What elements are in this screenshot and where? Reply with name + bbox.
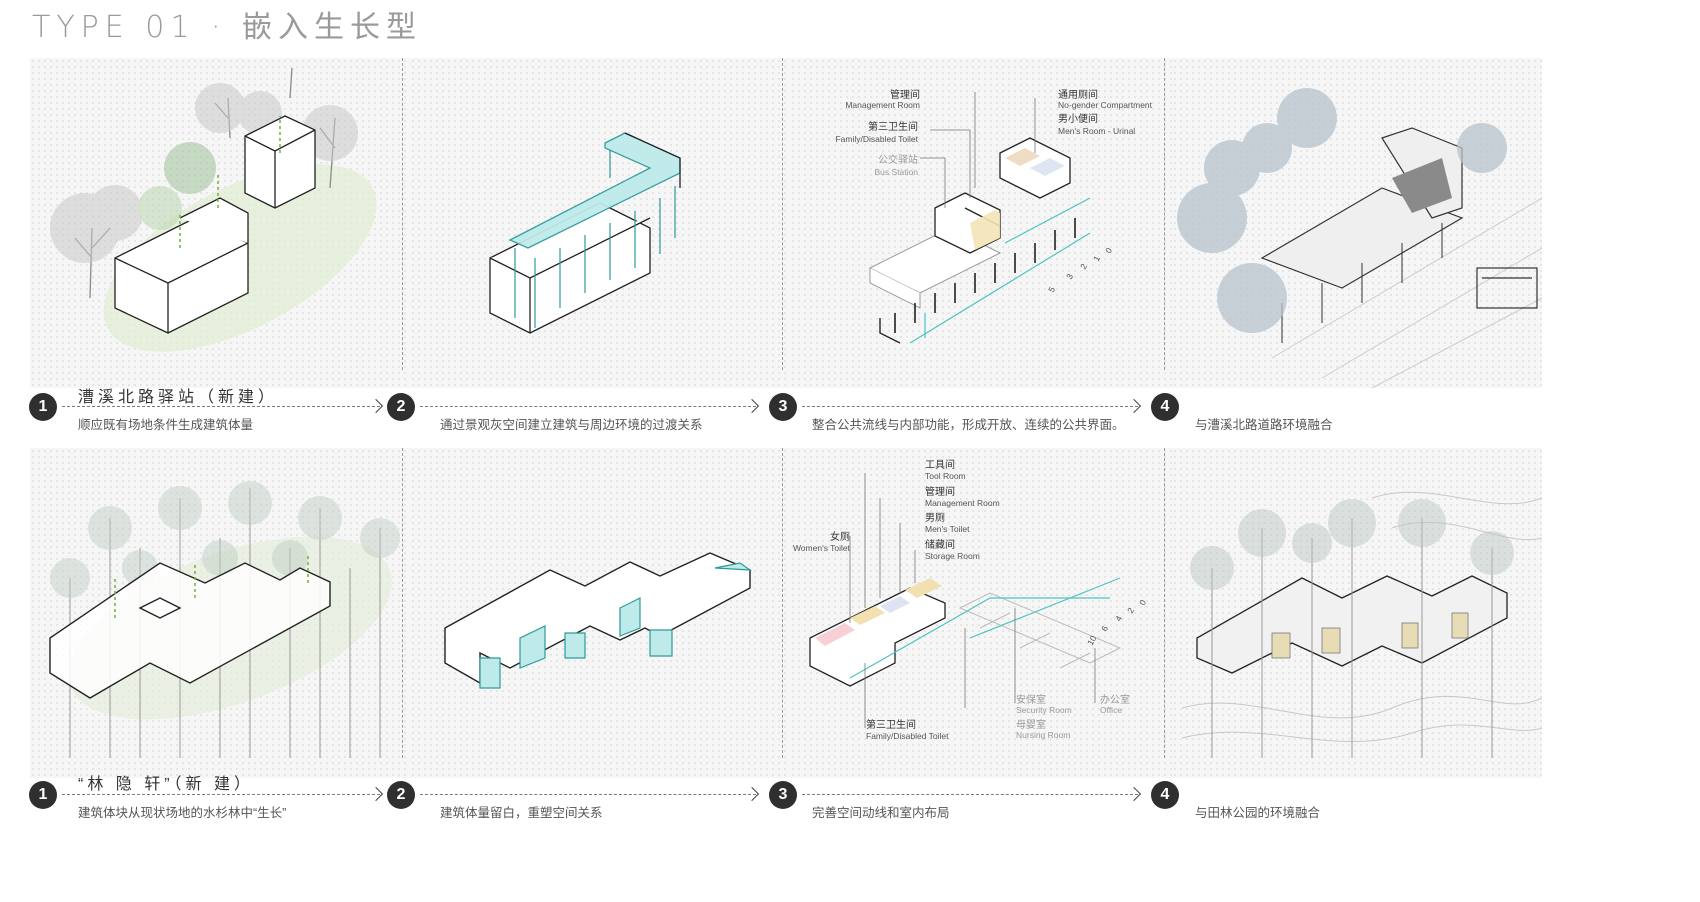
page-title: TYPE 01 · 嵌入生长型 xyxy=(32,10,423,45)
panel-r1-plan: 管理间 Management Room 第三卫生间 Family/Disable… xyxy=(790,58,1182,388)
svg-text:2: 2 xyxy=(1125,606,1136,615)
step-caption-1: 顺应既有场地条件生成建筑体量 xyxy=(78,418,254,432)
step-badge-1: 1 xyxy=(29,781,57,809)
label-mens-cn: 男厕 xyxy=(925,512,945,524)
svg-text:5: 5 xyxy=(1046,285,1057,294)
label-bus-station-en: Bus Station xyxy=(875,167,919,177)
step-caption-2: 建筑体量留白，重塑空间关系 xyxy=(440,806,603,820)
svg-text:3: 3 xyxy=(1064,272,1075,281)
arrow-right-icon xyxy=(744,398,760,414)
svg-text:1: 1 xyxy=(1091,254,1102,263)
separator xyxy=(782,448,783,758)
svg-text:2: 2 xyxy=(1078,262,1089,271)
render-illustration-2 xyxy=(1181,491,1542,758)
label-compartment-cn: 通用厕间 xyxy=(1058,88,1098,101)
step-caption-4: 与田林公园的环境融合 xyxy=(1195,806,1321,820)
separator xyxy=(402,448,403,758)
arrow-right-icon xyxy=(368,786,384,802)
label-management2-cn: 管理间 xyxy=(925,485,955,498)
flow-line xyxy=(62,794,380,795)
label-office-en: Office xyxy=(1100,705,1122,715)
label-compartment-en: No-gender Compartment xyxy=(1058,100,1153,110)
label-management2-en: Management Room xyxy=(925,498,1000,508)
arrow-right-icon xyxy=(368,398,384,414)
scale-bar: 5 3 2 1 0 xyxy=(1046,246,1114,294)
step-caption-2: 通过景观灰空间建立建筑与周边环境的过渡关系 xyxy=(440,418,703,432)
separator xyxy=(402,58,403,370)
step-badge-1: 1 xyxy=(29,393,57,421)
plan-diagram-1: 管理间 Management Room 第三卫生间 Family/Disable… xyxy=(835,88,1153,344)
label-management-cn: 管理间 xyxy=(890,88,920,101)
label-family-toilet-en: Family/Disabled Toilet xyxy=(835,134,918,144)
panel-r2-plan: 工具间 Tool Room 管理间 Management Room 男厕 Men… xyxy=(790,448,1182,778)
flow-line xyxy=(802,406,1138,407)
label-urinal-en: Men's Room - Urinal xyxy=(1058,126,1135,136)
flow-line xyxy=(420,406,756,407)
svg-text:10: 10 xyxy=(1085,634,1099,647)
label-family-toilet-cn: 第三卫生间 xyxy=(868,120,918,133)
step-badge-3: 3 xyxy=(769,781,797,809)
step-badge-3: 3 xyxy=(769,393,797,421)
arrow-right-icon xyxy=(1126,786,1142,802)
panel-r2-render xyxy=(1172,448,1542,778)
void-cylinder xyxy=(479,562,753,689)
svg-text:0: 0 xyxy=(1137,598,1148,607)
building-mass xyxy=(49,562,331,699)
massing-diagram-2 xyxy=(49,481,400,758)
flow-line xyxy=(62,406,380,407)
step-badge-2: 2 xyxy=(387,781,415,809)
massing-diagram-1 xyxy=(50,67,377,352)
label-tool-cn: 工具间 xyxy=(925,458,955,471)
label-womens-cn: 女厕 xyxy=(830,530,850,543)
label-storage-en: Storage Room xyxy=(925,551,980,561)
label-bus-station-cn: 公交驿站 xyxy=(878,153,918,166)
panel-r1-massing xyxy=(30,58,422,388)
label-nursing-cn: 母婴室 xyxy=(1016,718,1046,731)
arrow-right-icon xyxy=(1126,398,1142,414)
label-urinal-cn: 男小便间 xyxy=(1058,112,1098,125)
separator xyxy=(1164,448,1165,758)
arrow-right-icon xyxy=(744,786,760,802)
label-family-toilet2-cn: 第三卫生间 xyxy=(866,718,916,731)
greyspace-diagram-1 xyxy=(489,132,681,334)
step-badge-4: 4 xyxy=(1151,781,1179,809)
step-caption-3: 整合公共流线与内部功能，形成开放、连续的公共界面。 xyxy=(812,418,1125,432)
separator xyxy=(782,58,783,370)
svg-text:4: 4 xyxy=(1113,614,1124,623)
label-storage-cn: 储藏间 xyxy=(925,538,955,551)
scale-bar: 10 6 4 2 0 xyxy=(1085,598,1148,647)
panel-r1-grey-space xyxy=(410,58,802,388)
step-badge-4: 4 xyxy=(1151,393,1179,421)
section-title-row1: 漕溪北路驿站（新建） xyxy=(78,389,279,406)
label-security-en: Security Room xyxy=(1016,705,1072,715)
plan-diagram-2: 工具间 Tool Room 管理间 Management Room 男厕 Men… xyxy=(793,458,1148,741)
label-management-en: Management Room xyxy=(845,100,920,110)
panel-r2-massing xyxy=(30,448,422,778)
label-mens-en: Men's Toilet xyxy=(925,524,970,534)
label-womens-en: Women's Toilet xyxy=(793,543,851,553)
void-diagram-2 xyxy=(444,552,753,689)
panel-r2-void xyxy=(410,448,802,778)
svg-text:6: 6 xyxy=(1099,624,1110,633)
step-caption-1: 建筑体块从现状场地的水杉林中“生长” xyxy=(78,806,287,820)
label-office-cn: 办公室 xyxy=(1100,693,1130,706)
panel-r1-render xyxy=(1172,58,1542,388)
separator xyxy=(1164,58,1165,370)
label-family-toilet2-en: Family/Disabled Toilet xyxy=(866,731,949,741)
step-caption-4: 与漕溪北路道路环境融合 xyxy=(1195,418,1333,432)
section-title-row2: “林 隐 轩”（新 建） xyxy=(78,776,254,793)
label-tool-en: Tool Room xyxy=(925,471,966,481)
flow-line xyxy=(420,794,756,795)
svg-text:0: 0 xyxy=(1103,246,1114,255)
step-badge-2: 2 xyxy=(387,393,415,421)
label-security-cn: 安保室 xyxy=(1016,693,1046,706)
label-nursing-en: Nursing Room xyxy=(1016,730,1070,740)
step-caption-3: 完善空间动线和室内布局 xyxy=(812,806,950,820)
render-illustration-1 xyxy=(1177,88,1542,388)
flow-line xyxy=(802,794,1138,795)
